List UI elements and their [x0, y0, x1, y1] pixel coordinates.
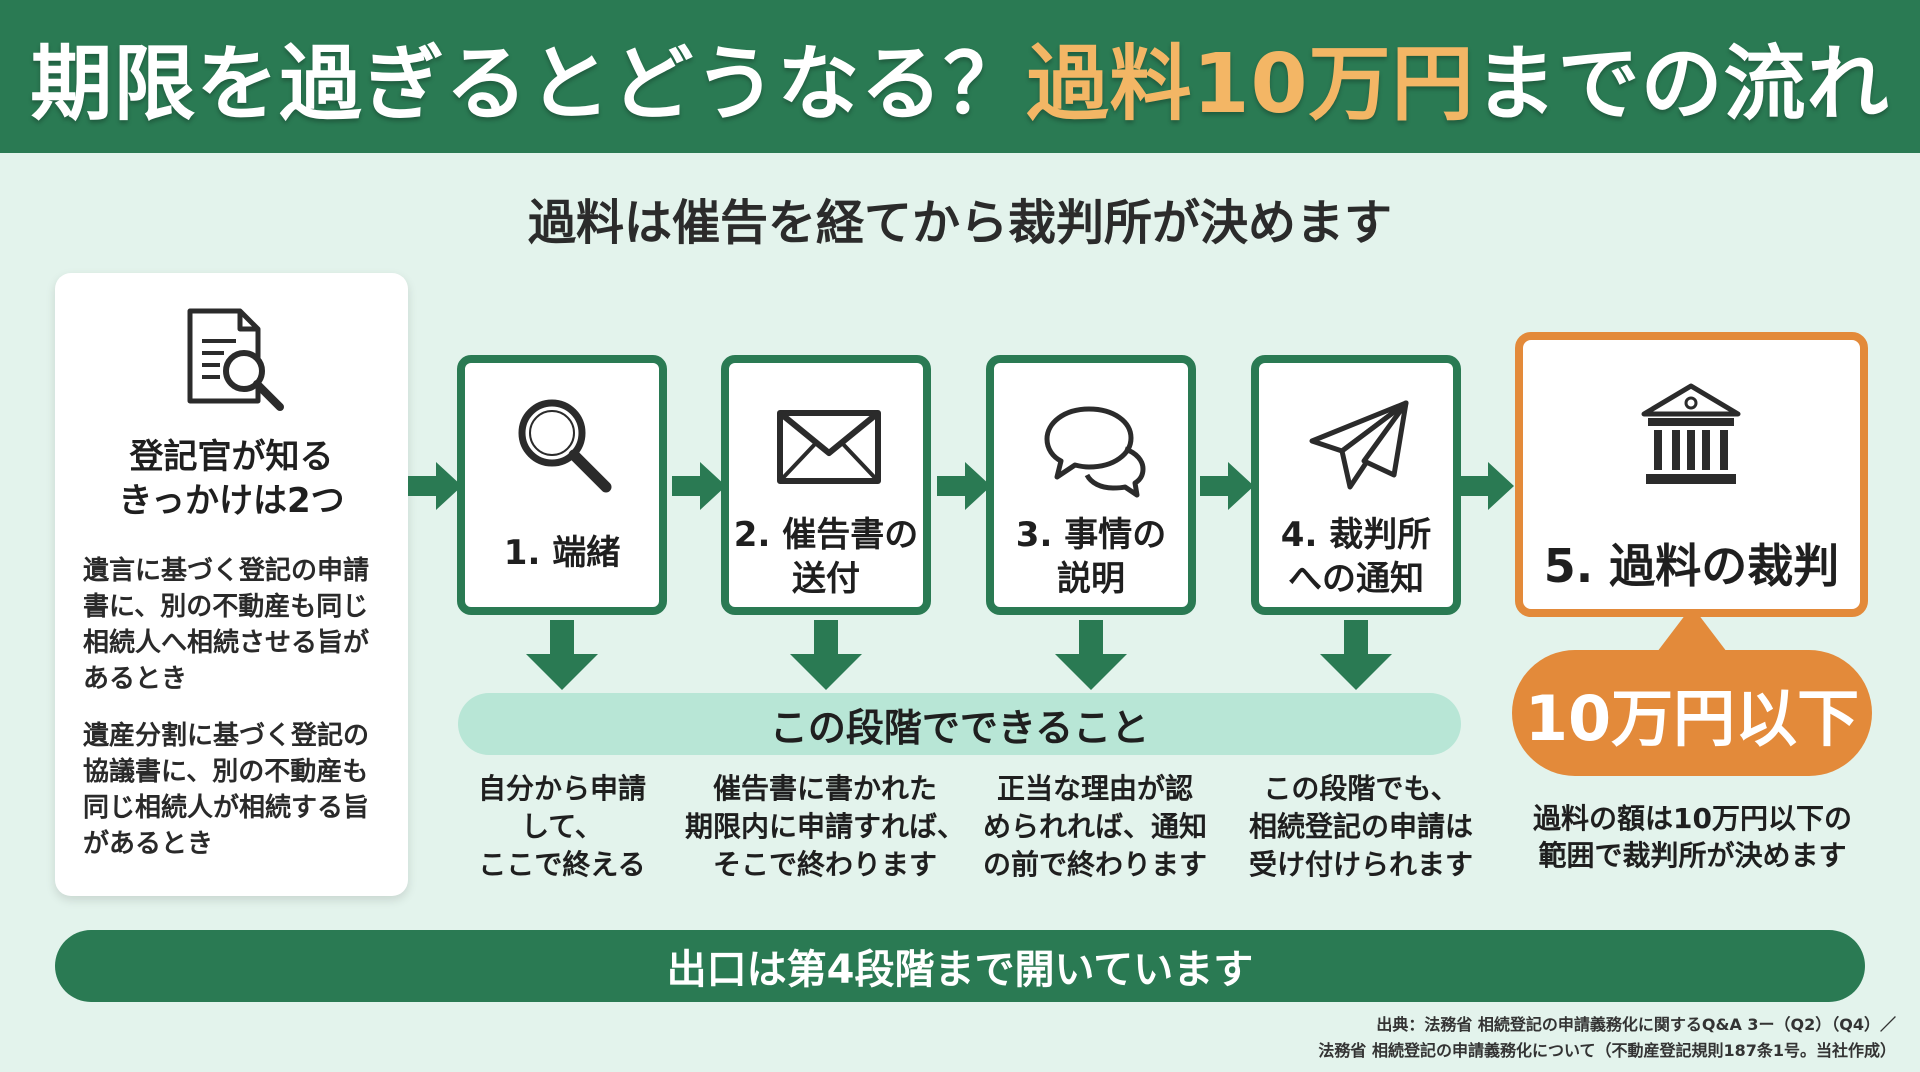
- paper-plane-icon: [1309, 400, 1409, 490]
- trigger-case-2: 遺産分割に基づく登記の協議書に、別の不動産も同じ相続人が相続する旨があるとき: [83, 721, 370, 859]
- arrow-right-icon: [672, 462, 726, 510]
- title-part1: 期限を過ぎるとどうなる？: [30, 37, 1027, 132]
- arrow-right-icon: [1460, 462, 1514, 510]
- step-1-label: 1. 端緒: [503, 533, 621, 573]
- arrow-down-icon: [1320, 620, 1392, 690]
- stage-banner: この段階でできること: [458, 693, 1461, 755]
- title-part2: までの流れ: [1474, 37, 1890, 132]
- step-5-label: 5. 過料の裁判: [1543, 539, 1840, 593]
- page-title: 期限を過ぎるとどうなる？過料10万円までの流れ: [30, 17, 1889, 136]
- arrow-down-icon: [1055, 620, 1127, 690]
- arrow-right-icon: [1200, 462, 1254, 510]
- callout-pointer: [1654, 606, 1730, 656]
- arrow-right-icon: [937, 462, 991, 510]
- trigger-case-1: 遺言に基づく登記の申請書に、別の不動産も同じ相続人へ相続させる旨があるとき: [83, 556, 370, 694]
- arrow-down-icon: [526, 620, 598, 690]
- step-1-description: 自分から申請 して、 ここで終える: [477, 772, 646, 881]
- exit-banner: 出口は第4段階まで開いています: [55, 930, 1865, 1002]
- fine-amount-note: 過料の額は10万円以下の 範囲で裁判所が決めます: [1533, 802, 1852, 872]
- title-accent: 過料10万円: [1026, 37, 1475, 132]
- trigger-card: 登記官が知る きっかけは2つ 遺言に基づく登記の申請書に、別の不動産も同じ相続人…: [55, 273, 408, 896]
- trigger-title: 登記官が知る きっかけは2つ: [118, 437, 345, 521]
- source-citation: 出典：法務省 相続登記の申請義務化に関するQ&A 3ー（Q2）（Q4）／ 法務省…: [1318, 1015, 1896, 1060]
- document-search-icon: [187, 308, 284, 411]
- fine-amount-badge: 10万円以下: [1512, 650, 1872, 776]
- speech-bubbles-icon: [1044, 406, 1146, 498]
- step-3-label: 3. 事情の 説明: [1015, 515, 1167, 599]
- envelope-icon: [777, 410, 881, 484]
- arrow-right-icon: [408, 462, 462, 510]
- magnifier-icon: [518, 399, 612, 493]
- step-4-description: この段階でも、 相続登記の申請は 受け付けられます: [1248, 772, 1473, 881]
- step-2-label: 2. 催告書の 送付: [733, 515, 919, 599]
- step-3-box: 3. 事情の 説明: [986, 355, 1196, 615]
- step-2-box: 2. 催告書の 送付: [721, 355, 931, 615]
- header-bar: 期限を過ぎるとどうなる？過料10万円までの流れ: [0, 0, 1920, 153]
- step-5-box: 5. 過料の裁判: [1515, 332, 1868, 617]
- step-2-description: 催告書に書かれた 期限内に申請すれば、 そこで終わります: [684, 772, 965, 881]
- courthouse-icon: [1641, 383, 1741, 484]
- step-4-label: 4. 裁判所 への通知: [1280, 515, 1432, 599]
- subtitle: 過料は催告を経てから裁判所が決めます: [527, 195, 1392, 251]
- arrow-down-icon: [790, 620, 862, 690]
- step-3-description: 正当な理由が認 められれば、通知 の前で終わります: [982, 772, 1207, 881]
- step-4-box: 4. 裁判所 への通知: [1251, 355, 1461, 615]
- step-1-box: 1. 端緒: [457, 355, 667, 615]
